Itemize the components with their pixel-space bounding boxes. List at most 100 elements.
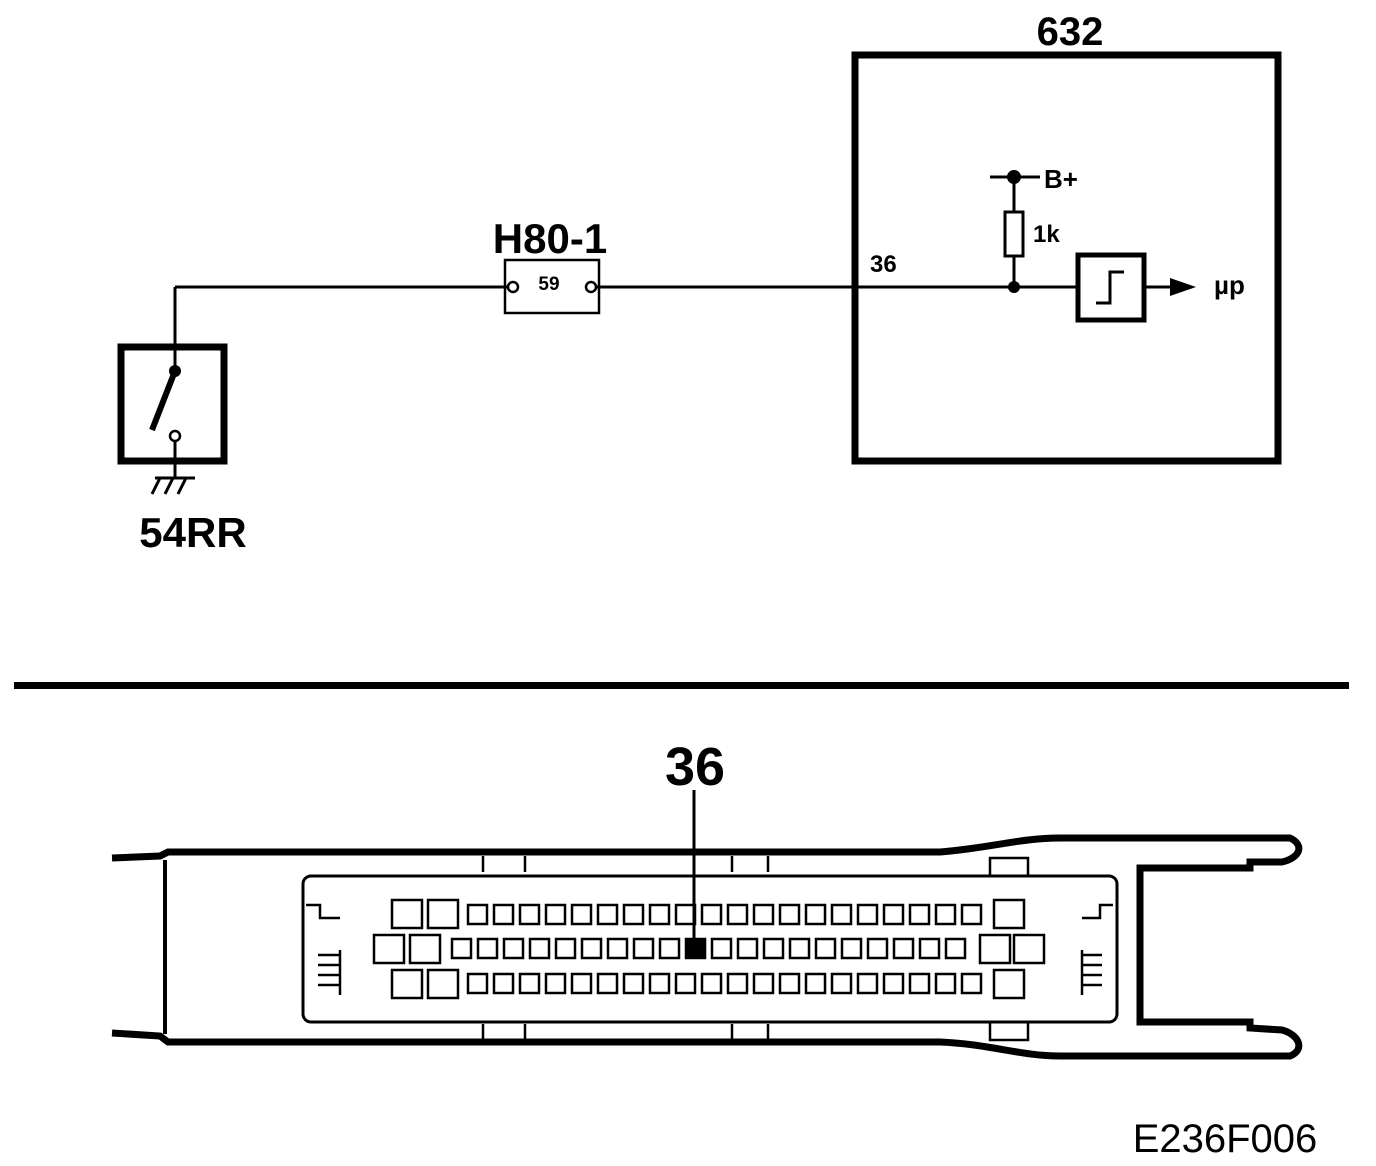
pin-cavity (856, 972, 879, 995)
pin-cavity (570, 972, 593, 995)
pin-cavity (892, 937, 915, 960)
resistor-label: 1k (1033, 221, 1060, 248)
pin-cavity (658, 937, 681, 960)
supply-label: B+ (1044, 164, 1078, 194)
pin-cavity (674, 972, 697, 995)
pin-cavity (726, 903, 749, 926)
pin-cavity (726, 972, 749, 995)
pin-cavity (882, 972, 905, 995)
pin-cavity (866, 937, 889, 960)
connector-label: H80-1 (493, 215, 607, 262)
housing-ribs (481, 856, 1030, 1042)
pin-cavity (466, 972, 489, 995)
pin-cavity (804, 972, 827, 995)
pin-cavity-large (1012, 933, 1046, 965)
pin-cavity (544, 972, 567, 995)
pin-cavity (960, 972, 983, 995)
pin-cavity (622, 972, 645, 995)
pin-cavity (570, 903, 593, 926)
ecu-connector-view (111, 790, 1303, 1060)
switch-blade (149, 369, 178, 432)
pin-cavity (804, 903, 827, 926)
pin-cavity-large (426, 968, 460, 1000)
pin-cavity (700, 903, 723, 926)
pin-cavity (596, 903, 619, 926)
pin-cavity (476, 937, 499, 960)
pin-cavity (944, 937, 967, 960)
pin-cavity-large (426, 898, 460, 930)
pin-cavity (674, 903, 697, 926)
connector-terminal-right (584, 280, 598, 294)
connector-pin-label: 59 (538, 274, 559, 295)
pin-cavity-large (390, 968, 424, 1000)
ground-hatch-1 (150, 477, 162, 495)
pin-cavity (580, 937, 603, 960)
pin-cavity (882, 903, 905, 926)
pin-cavity (632, 937, 655, 960)
resistor (1003, 210, 1025, 258)
section-divider (14, 682, 1349, 689)
switch-contact (168, 429, 182, 443)
pin-cavity (908, 972, 931, 995)
pin-cavity-large (992, 968, 1026, 1000)
schmitt-symbol (1096, 270, 1124, 305)
output-label: µp (1214, 270, 1245, 300)
ground-hatch-3 (176, 477, 188, 495)
pin-cavity (518, 972, 541, 995)
pin-cavity (554, 937, 577, 960)
connector-terminal-left (506, 280, 520, 294)
pin-cavity (502, 937, 525, 960)
pin-cavity (752, 972, 775, 995)
pin-cavity (762, 937, 785, 960)
pin-cavity (778, 972, 801, 995)
pin-cavity (518, 903, 541, 926)
pin-cavity (528, 937, 551, 960)
pin-array (372, 898, 1046, 1000)
pin-cavity (856, 903, 879, 926)
pin-cavity (934, 972, 957, 995)
pin-cavity-large (992, 898, 1026, 930)
output-arrow (1170, 278, 1196, 296)
pin-cavity (788, 937, 811, 960)
inline-connector (503, 258, 601, 315)
pin-cavity (934, 903, 957, 926)
pin-cavity (700, 972, 723, 995)
pin-cavity (710, 937, 733, 960)
pin-cavity (596, 972, 619, 995)
switch-label: 54RR (139, 509, 246, 556)
pin-cavity-large (390, 898, 424, 930)
pin-cavity (648, 903, 671, 926)
switch-box (117, 343, 228, 465)
pin-cavity (840, 937, 863, 960)
pin-cavity (544, 903, 567, 926)
pin-cavity (492, 972, 515, 995)
ecu-pin-label: 36 (870, 251, 897, 278)
pin-cavity (908, 903, 931, 926)
pin-cavity (736, 937, 759, 960)
pin-cavity-large (408, 933, 442, 965)
pin-cavity-large (372, 933, 406, 965)
pin-cavity (450, 937, 473, 960)
ecu-box (851, 51, 1282, 465)
ecu-label: 632 (1037, 10, 1104, 54)
pin-cavity (960, 903, 983, 926)
left-latch (306, 903, 342, 995)
pin-cavity (830, 903, 853, 926)
right-latch (1080, 903, 1113, 995)
pin-cavity (830, 972, 853, 995)
pin-cavity (622, 903, 645, 926)
pin-cavity (466, 903, 489, 926)
figure-code: E236F006 (1133, 1117, 1318, 1161)
pin-cavity (648, 972, 671, 995)
pin-cavity (918, 937, 941, 960)
pin-cavity-large (978, 933, 1012, 965)
junction-node (1008, 281, 1020, 293)
pin-callout-label: 36 (665, 737, 725, 797)
schematic (117, 51, 1282, 495)
pin-cavity (752, 903, 775, 926)
pin-cavity (492, 903, 515, 926)
pin-cavity (814, 937, 837, 960)
pin-cavity (778, 903, 801, 926)
pin-cavity (606, 937, 629, 960)
